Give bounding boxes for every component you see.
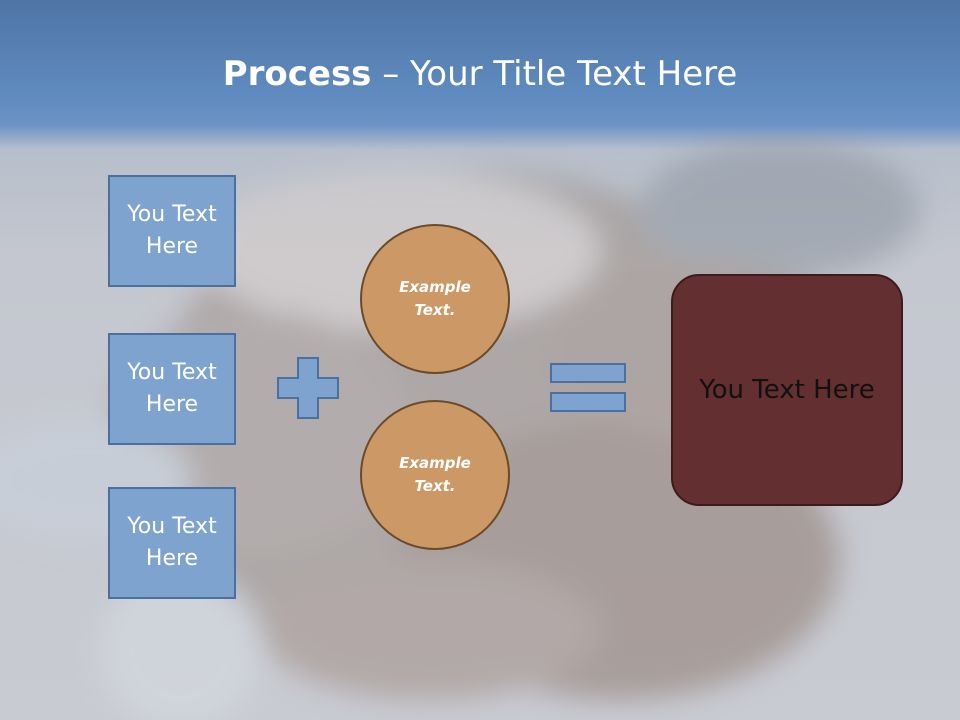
example-circle-2-label: Example Text. [399, 454, 471, 495]
title-bold: Process [222, 54, 372, 94]
text-box-2-label: You Text Here [127, 360, 217, 417]
example-circle-1-label: Example Text. [399, 278, 471, 319]
example-circle-2[interactable]: Example Text. [360, 400, 510, 550]
example-circle-1[interactable]: Example Text. [360, 224, 510, 374]
equals-icon-bottom-bar [550, 392, 626, 412]
text-box-3-label: You Text Here [127, 514, 217, 571]
text-box-3[interactable]: You Text Here [108, 487, 236, 599]
equals-icon-top-bar [550, 363, 626, 383]
background-hands-photo [0, 130, 960, 720]
title-rest: – Your Title Text Here [371, 54, 738, 94]
slide-title: Process – Your Title Text Here [0, 52, 960, 96]
text-box-1[interactable]: You Text Here [108, 175, 236, 287]
result-box-label: You Text Here [699, 375, 875, 405]
text-box-2[interactable]: You Text Here [108, 333, 236, 445]
text-box-1-label: You Text Here [127, 202, 217, 259]
result-box[interactable]: You Text Here [671, 274, 903, 506]
plus-icon [277, 357, 339, 419]
